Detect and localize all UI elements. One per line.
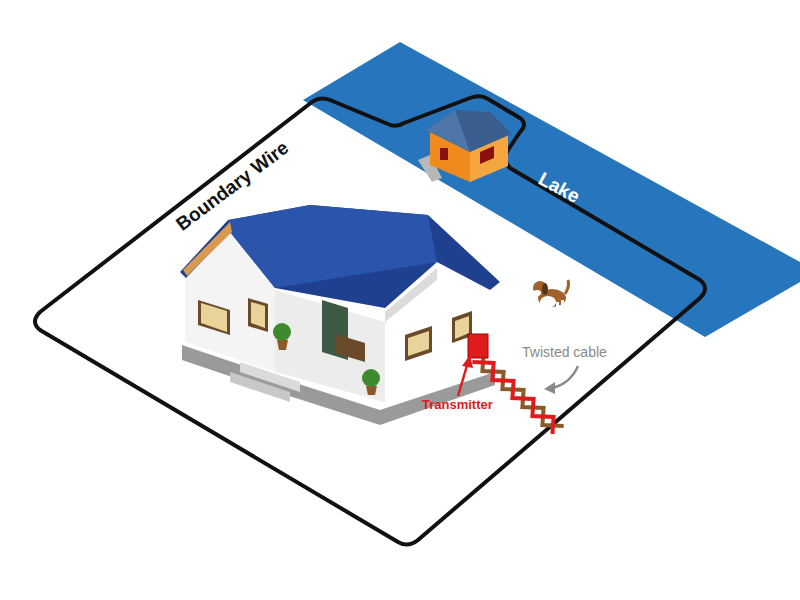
boundary-wire: [35, 96, 705, 544]
arrowhead: [462, 355, 473, 368]
leader-line: [458, 362, 468, 396]
leader-line: [552, 366, 578, 388]
house: [180, 205, 500, 425]
transmitter-box: [468, 334, 488, 358]
cable-label: Twisted cable: [522, 344, 607, 360]
transmitter-label: Transmitter: [422, 397, 493, 412]
dog: [533, 280, 569, 315]
shed: [418, 110, 512, 182]
arrowhead: [544, 382, 555, 394]
